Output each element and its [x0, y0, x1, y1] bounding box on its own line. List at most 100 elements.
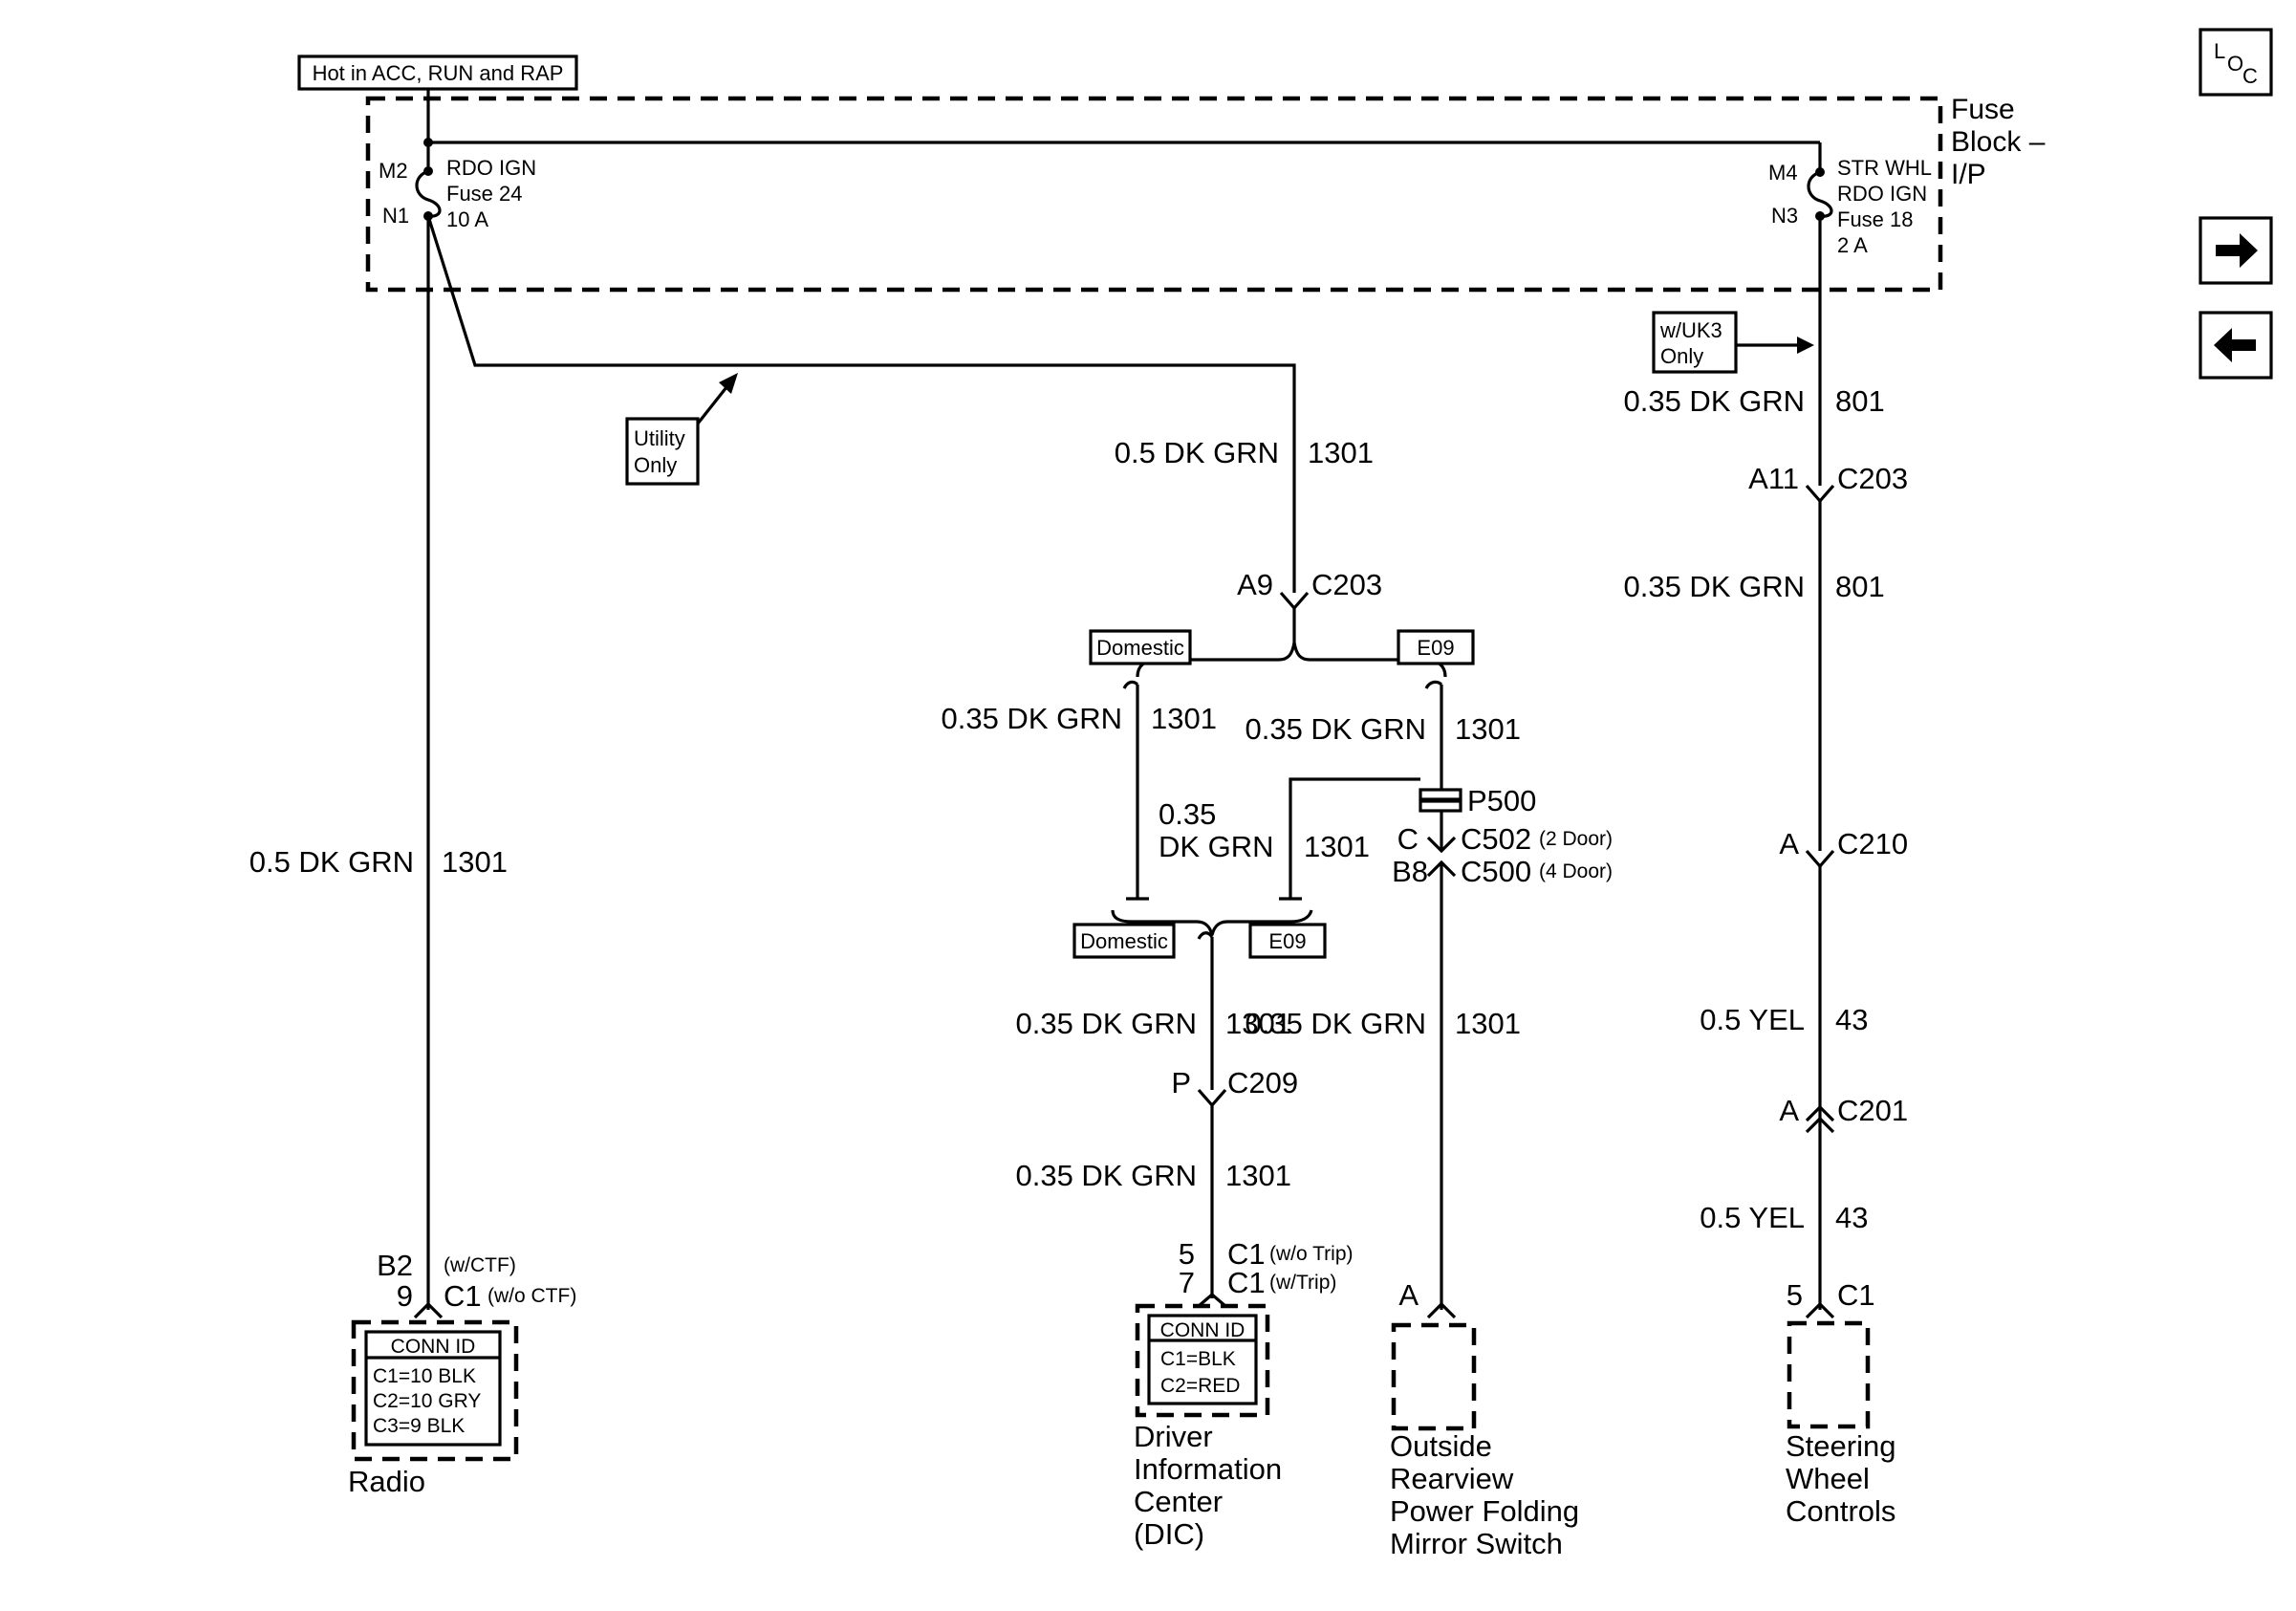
domestic-branch-circuit: 1301 — [1151, 702, 1217, 735]
right-wire-yel2-circuit: 43 — [1835, 1201, 1868, 1234]
radio-wire-circuit: 1301 — [442, 845, 508, 879]
swc-component-outline — [1787, 1320, 1871, 1429]
fuse-18-line-3: Fuse 18 — [1837, 207, 1914, 231]
c210-connector-symbol — [1805, 849, 1835, 869]
loc-letter-c: C — [2242, 64, 2258, 88]
radio-label: Radio — [348, 1465, 425, 1498]
dic-conn-id-row-2: C2=RED — [1160, 1375, 1240, 1397]
radio-conn-id-box — [364, 1330, 502, 1447]
dic-wire-lower-circuit: 1301 — [1225, 1159, 1291, 1192]
dic-c1-pin-2: 7 — [1179, 1266, 1195, 1299]
fuse-24-line-3: 10 A — [446, 207, 488, 231]
c203-a9-name: C203 — [1311, 568, 1382, 601]
dic-label-line-1: Driver — [1134, 1420, 1213, 1453]
location-icon[interactable]: L O C — [2199, 28, 2273, 97]
dic-c1-name-2: C1 — [1227, 1266, 1266, 1299]
mirror-component-outline — [1391, 1322, 1477, 1431]
c502-name: C502 — [1461, 822, 1531, 856]
arrow-right-icon[interactable] — [2199, 216, 2273, 285]
c209-connector-symbol — [1197, 1088, 1227, 1108]
mirror-connector-symbol — [1426, 1301, 1457, 1319]
c209-name: C209 — [1227, 1066, 1298, 1099]
right-wire-mid-gauge: 0.35 DK GRN — [1623, 570, 1805, 603]
utility-only-line-1: Utility — [634, 426, 685, 450]
fuse-18-line-4: 2 A — [1837, 233, 1868, 257]
uk3-only-line-1: w/UK3 — [1659, 318, 1722, 342]
fuse-18-pin-bottom: N3 — [1771, 204, 1798, 228]
dic-c1-note-1: (w/o Trip) — [1269, 1243, 1354, 1265]
e09-branch-gauge: 0.35 DK GRN — [1245, 712, 1426, 746]
hot-label-box — [297, 54, 578, 91]
e09-return-gauge-2: DK GRN — [1159, 830, 1274, 863]
utility-wire-circuit: 1301 — [1308, 436, 1374, 469]
c210-name: C210 — [1837, 827, 1908, 860]
c502-note: (2 Door) — [1539, 828, 1613, 850]
dic-component-outline — [1135, 1303, 1270, 1418]
radio-c1-pin-2: 9 — [397, 1279, 413, 1313]
mirror-label-line-3: Power Folding — [1390, 1494, 1579, 1528]
swc-c1-connector-symbol — [1805, 1301, 1835, 1319]
p500-splice-top — [1419, 788, 1462, 801]
mirror-label-line-4: Mirror Switch — [1390, 1527, 1563, 1560]
option-e09-bottom-box — [1248, 923, 1327, 959]
dic-label-line-2: Information — [1134, 1452, 1282, 1486]
mirror-wire-circuit: 1301 — [1455, 1007, 1521, 1040]
fuse-block-outline — [365, 96, 1943, 293]
option-domestic-bottom-box — [1072, 923, 1176, 959]
dic-c1-pin-1: 5 — [1179, 1237, 1195, 1271]
swc-label-line-2: Wheel — [1786, 1462, 1870, 1495]
p500-name: P500 — [1467, 784, 1536, 817]
fuse-24-pin-top: M2 — [379, 159, 408, 183]
dic-wire-upper-gauge: 0.35 DK GRN — [1015, 1007, 1197, 1040]
right-wire-yel1-gauge: 0.5 YEL — [1700, 1003, 1805, 1036]
right-wire-top-circuit: 801 — [1835, 384, 1885, 418]
utility-only-box — [625, 417, 700, 486]
right-wire-top-gauge: 0.35 DK GRN — [1623, 384, 1805, 418]
right-wire-yel1-circuit: 43 — [1835, 1003, 1868, 1036]
c500-name: C500 — [1461, 855, 1531, 888]
e09-return-wire — [1289, 777, 1420, 899]
c201-pin: A — [1779, 1094, 1799, 1127]
dic-conn-id-box — [1147, 1314, 1258, 1405]
uk3-only-box — [1652, 311, 1738, 374]
fuse-24-pin-bottom: N1 — [382, 204, 409, 228]
c203-a9-pin: A9 — [1237, 568, 1273, 601]
c201-name: C201 — [1837, 1094, 1908, 1127]
domestic-branch-hook-top — [1122, 680, 1139, 689]
mirror-label-line-2: Rearview — [1390, 1462, 1514, 1495]
domestic-branch-gauge: 0.35 DK GRN — [941, 702, 1122, 735]
radio-conn-id-title: CONN ID — [391, 1336, 476, 1358]
radio-conn-id-row-3: C3=9 BLK — [373, 1415, 465, 1437]
uk3-only-arrowhead — [1797, 337, 1814, 354]
utility-only-pointer — [696, 381, 732, 425]
c203-a11-name: C203 — [1837, 462, 1908, 495]
radio-c1-name: C1 — [444, 1279, 482, 1313]
arrow-left-icon[interactable] — [2199, 311, 2273, 380]
fuse-18-pin-top: M4 — [1768, 161, 1798, 185]
c500-note: (4 Door) — [1539, 860, 1613, 882]
option-domestic-bottom: Domestic — [1080, 929, 1168, 953]
option-domestic-top-box — [1089, 629, 1192, 665]
fuse-24-symbol — [415, 142, 442, 218]
fuse-block-title-3: I/P — [1951, 159, 1986, 190]
utility-wire-gauge: 0.5 DK GRN — [1115, 436, 1279, 469]
right-wire-yel2-gauge: 0.5 YEL — [1700, 1201, 1805, 1234]
c201-connector-symbol — [1805, 1104, 1835, 1122]
mirror-pin: A — [1398, 1278, 1419, 1312]
mirror-label-line-1: Outside — [1390, 1429, 1492, 1463]
utility-wire — [426, 215, 1296, 593]
p500-splice-bottom — [1419, 799, 1462, 813]
dic-label-line-3: Center — [1134, 1485, 1223, 1518]
hot-label: Hot in ACC, RUN and RAP — [313, 61, 564, 85]
option-e09-top: E09 — [1417, 636, 1454, 660]
swc-label-line-3: Controls — [1786, 1494, 1895, 1528]
loc-letter-l: L — [2214, 39, 2225, 63]
fuse-18-line-2: RDO IGN — [1837, 182, 1927, 206]
dic-conn-id-row-1: C1=BLK — [1160, 1348, 1236, 1370]
radio-wire-gauge: 0.5 DK GRN — [249, 845, 414, 879]
fuse-24-line-1: RDO IGN — [446, 156, 536, 180]
option-e09-bottom: E09 — [1268, 929, 1306, 953]
c203-a11-pin: A11 — [1748, 462, 1799, 495]
option-e09-top-box — [1397, 629, 1475, 665]
swc-c1-pin: 5 — [1787, 1278, 1803, 1312]
